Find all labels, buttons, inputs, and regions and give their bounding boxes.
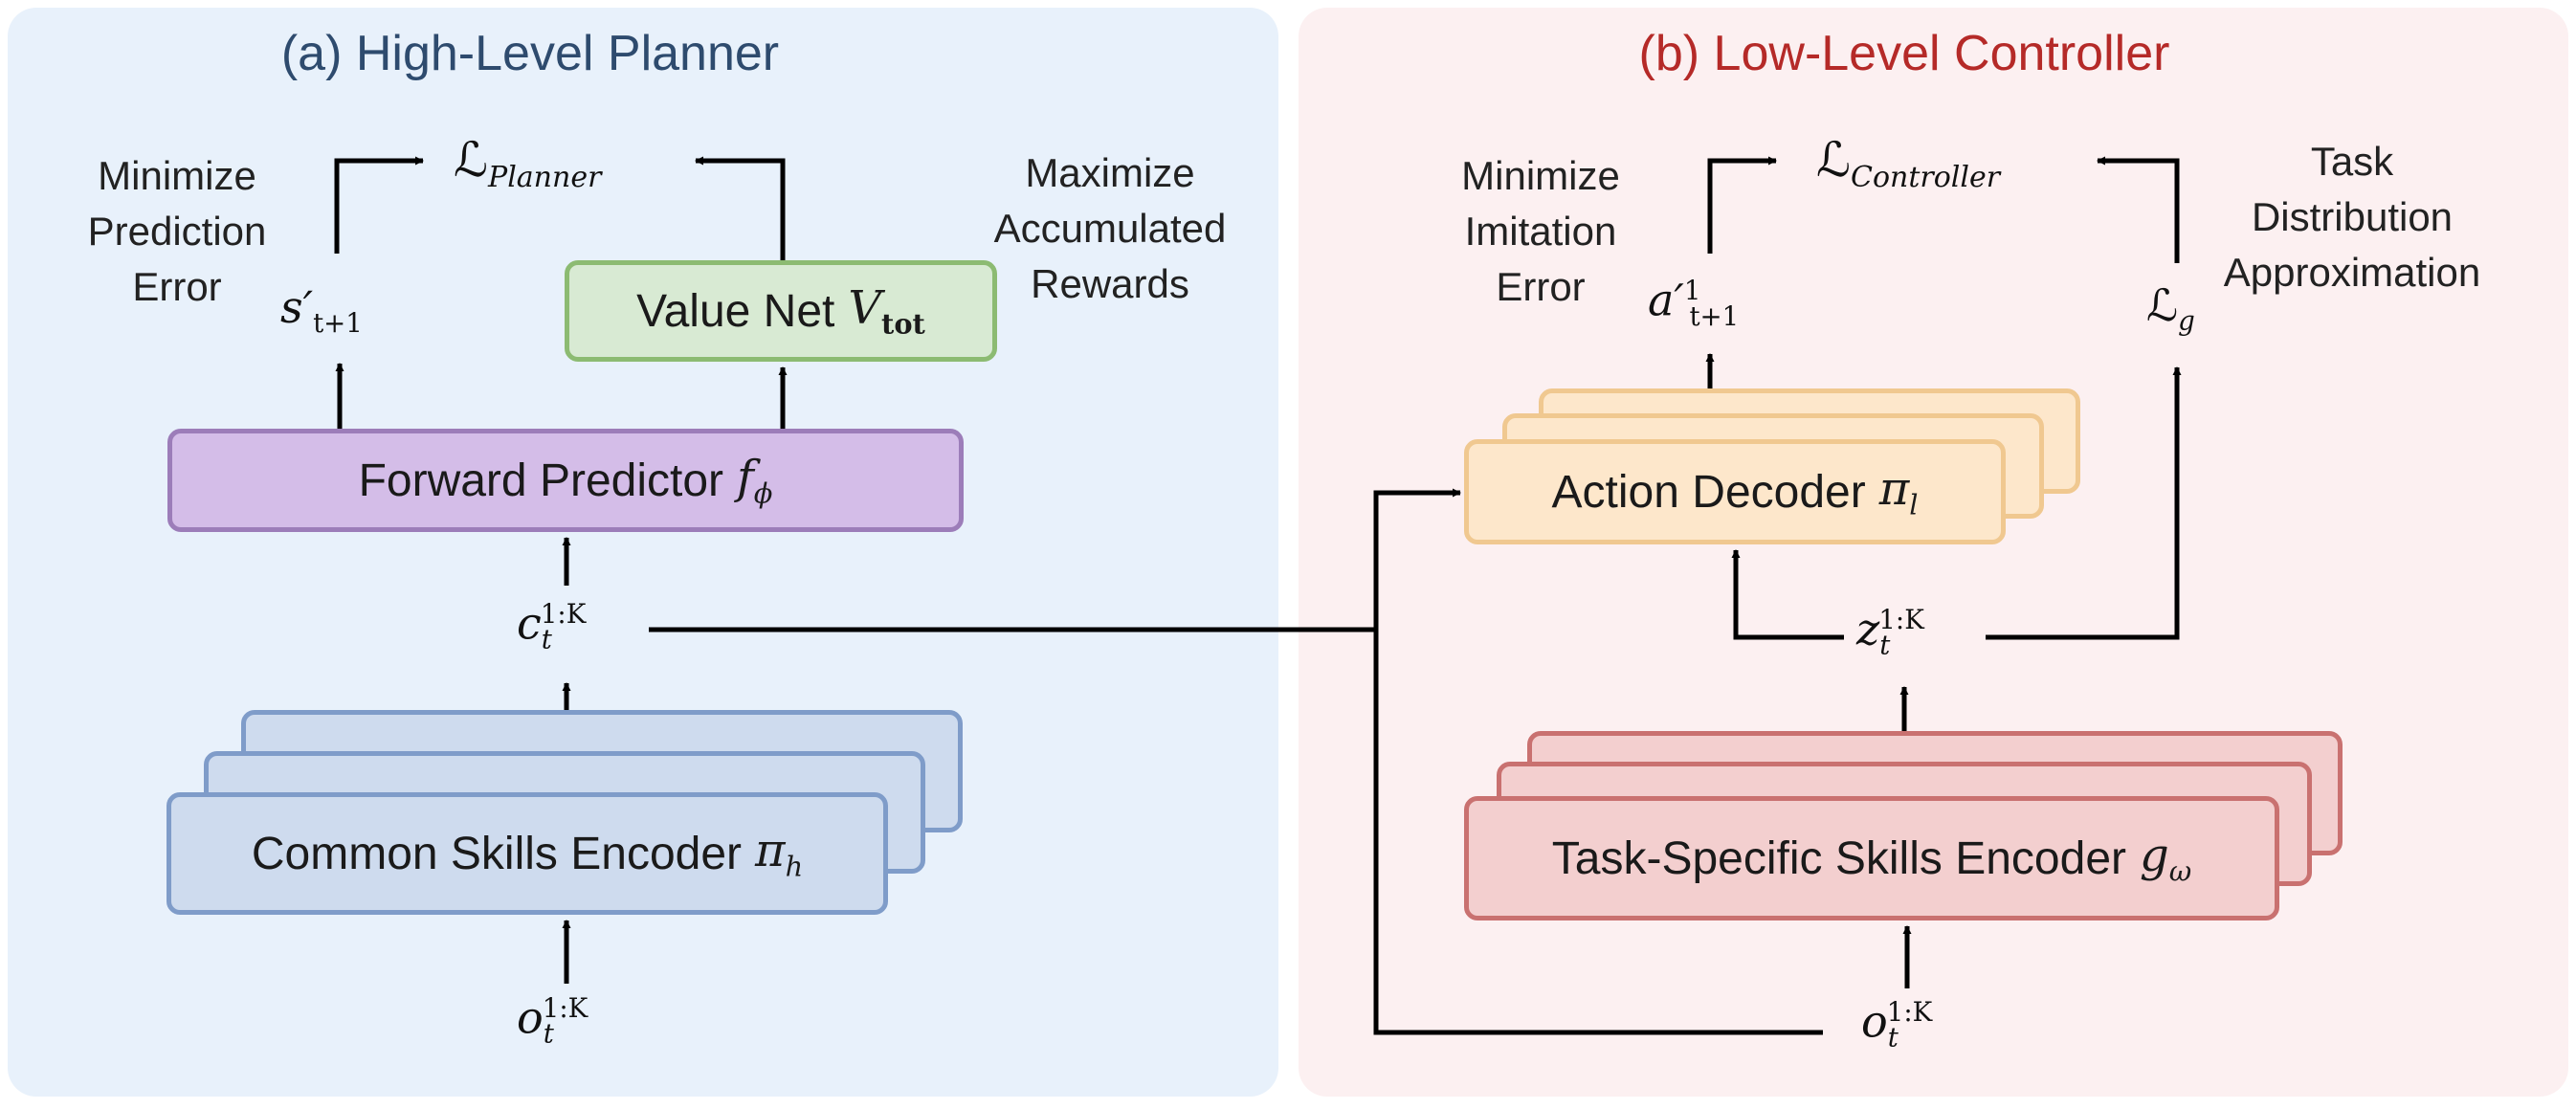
arrow-z-to-task-loss: [1986, 366, 2182, 640]
task-specific-skills-encoder-box: Task-Specific Skills Encoder gω: [1464, 796, 2279, 920]
task-encoder-label: Task-Specific Skills Encoder: [1551, 832, 2126, 884]
observation-a-superscript: 1:K: [542, 992, 588, 1024]
predicted-state: s′t+1: [280, 285, 363, 337]
high-level-planner-panel: [8, 8, 1278, 1097]
value-net-box: Value Net Vtot: [565, 260, 997, 362]
action-decoder-box: Action Decoder πl: [1464, 439, 2006, 544]
panel-a-title: (a) High-Level Planner: [280, 26, 780, 81]
observation-b: ot1:K: [1861, 999, 1932, 1051]
forward-predictor-symbol: f: [737, 451, 754, 505]
common-code-superscript: 1:K: [540, 598, 587, 630]
predicted-action-subscript: t+1: [1689, 299, 1740, 332]
task-encoder-subscript: ω: [2168, 854, 2192, 888]
common-skill-code: ct1:K: [517, 601, 586, 653]
arrow-c-to-action-decoder: [649, 488, 1461, 632]
task-skill-code: zt1:K: [1856, 607, 1924, 658]
controller-loss: ℒController: [1816, 136, 2000, 192]
note-task-distribution-approximation: Task Distribution Approximation: [2223, 139, 2481, 295]
arrow-task-loss-to-controller-loss: [2097, 156, 2180, 263]
task-encoder-symbol: g: [2140, 829, 2169, 883]
forward-predictor-subscript: ϕ: [753, 477, 773, 510]
common-encoder-symbol: π: [755, 824, 786, 878]
predicted-action-superscript: 1: [1683, 275, 1701, 306]
note-maximize-accumulated-rewards: Maximize Accumulated Rewards: [993, 150, 1227, 306]
predicted-action-base: a′: [1648, 274, 1684, 326]
note-minimize-prediction-error: Minimize Prediction Error: [87, 153, 267, 309]
common-code-subscript: t: [541, 623, 552, 655]
arrow-obs-to-action-decoder: [1373, 630, 1823, 1035]
planner-loss: ℒPlanner: [454, 136, 601, 192]
predicted-action: a′1t+1: [1648, 277, 1739, 329]
arrow-z-to-action-decoder: [1731, 549, 1844, 640]
planner-loss-subscript: Planner: [488, 161, 602, 194]
common-code-base: c: [517, 597, 542, 650]
observation-b-base: o: [1861, 995, 1888, 1048]
task-code-superscript: 1:K: [1878, 604, 1924, 635]
value-net-symbol: V: [848, 281, 882, 336]
common-encoder-label: Common Skills Encoder: [251, 828, 743, 879]
observation-b-superscript: 1:K: [1886, 996, 1933, 1028]
observation-a-subscript: t: [543, 1017, 554, 1050]
task-loss-subscript: g: [2178, 305, 2195, 338]
value-net-label: Value Net: [636, 285, 835, 337]
task-loss: ℒg: [2146, 283, 2195, 335]
forward-predictor-box: Forward Predictor fϕ: [167, 429, 964, 532]
common-skills-encoder-box: Common Skills Encoder πh: [167, 792, 888, 915]
forward-predictor-label: Forward Predictor: [358, 455, 724, 506]
panel-b-title: (b) Low-Level Controller: [1638, 26, 2170, 81]
action-decoder-symbol: π: [1878, 462, 1910, 517]
value-net-subscript: tot: [881, 307, 925, 341]
note-minimize-imitation-error: Minimize Imitation Error: [1461, 153, 1620, 309]
action-decoder-label: Action Decoder: [1551, 466, 1866, 518]
common-encoder-subscript: h: [785, 850, 804, 883]
task-code-base: z: [1856, 603, 1880, 655]
controller-loss-subscript: Controller: [1851, 161, 2001, 194]
predicted-state-base: s′: [280, 281, 314, 333]
predicted-state-subscript: t+1: [313, 307, 363, 340]
planner-loss-symbol: ℒ: [454, 132, 489, 188]
arrow-a-pred-to-controller-loss: [1707, 156, 1777, 254]
task-loss-symbol: ℒ: [2146, 279, 2179, 331]
observation-a: ot1:K: [517, 995, 588, 1047]
observation-a-base: o: [517, 991, 544, 1044]
arrow-value-net-to-planner-loss: [695, 156, 786, 260]
observation-b-subscript: t: [1887, 1021, 1899, 1054]
arrow-s-pred-to-planner-loss: [334, 156, 424, 254]
task-code-subscript: t: [1879, 629, 1891, 661]
controller-loss-symbol: ℒ: [1816, 132, 1852, 188]
action-decoder-subscript: l: [1909, 488, 1919, 521]
